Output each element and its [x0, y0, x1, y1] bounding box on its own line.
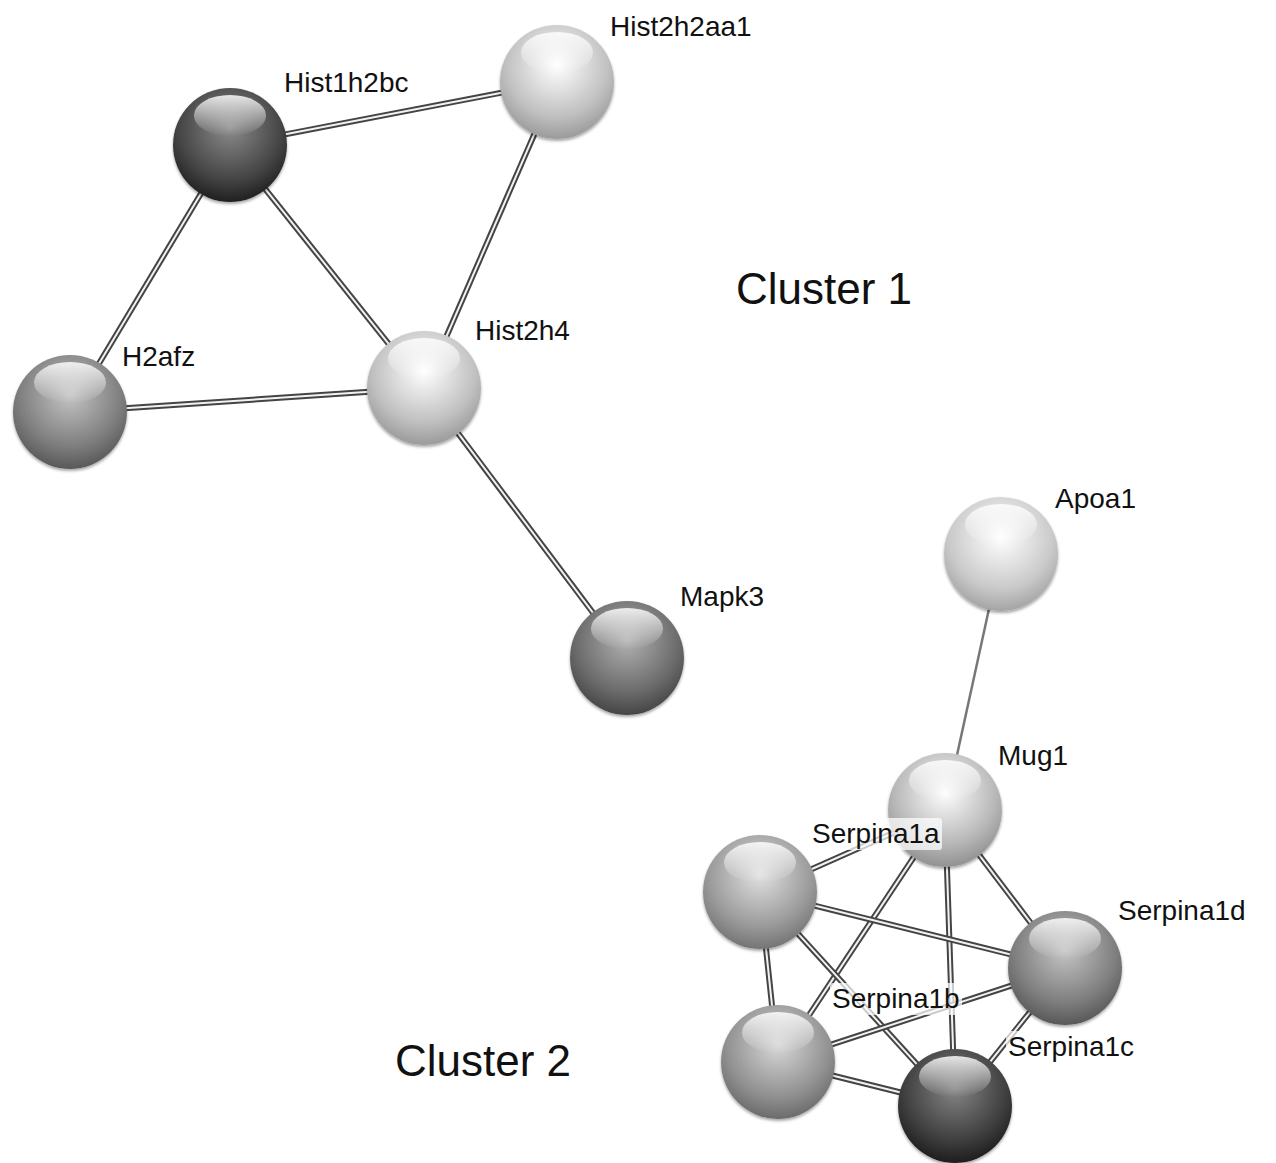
protein-node: Hist1h2bc [173, 88, 287, 202]
interaction-edge [813, 905, 1011, 954]
edge-core [813, 905, 1011, 954]
protein-name: Hist2h4 [473, 315, 572, 347]
edge-core [264, 188, 389, 345]
protein-node: Serpina1d [1008, 911, 1122, 1025]
sphere-highlight [521, 32, 594, 73]
edge-stroke [264, 188, 389, 345]
edge-core [446, 132, 535, 337]
edge-core [457, 432, 594, 614]
protein-name: Serpina1d [1116, 895, 1248, 927]
interaction-edge [125, 392, 369, 409]
protein-name: Apoa1 [1053, 483, 1138, 515]
interaction-edge [457, 432, 594, 614]
protein-node: Serpina1c [898, 1049, 1012, 1163]
protein-node: Serpina1b [721, 1005, 835, 1119]
protein-name: Serpina1a [810, 818, 942, 850]
sphere-highlight [34, 362, 107, 403]
edge-stroke [98, 192, 201, 365]
protein-name: Mug1 [996, 740, 1070, 772]
edge-stroke [947, 865, 953, 1051]
sphere-highlight [919, 1056, 992, 1097]
sphere-highlight [388, 338, 461, 379]
protein-name: Serpina1c [1006, 1031, 1136, 1063]
edge-stroke [766, 947, 772, 1008]
cluster-label: Cluster 1 [736, 264, 912, 314]
protein-node: Hist2h4 [367, 331, 481, 445]
protein-node: Hist2h2aa1 [500, 25, 614, 139]
protein-name: Hist1h2bc [282, 67, 411, 99]
sphere-highlight [965, 504, 1038, 545]
sphere-highlight [194, 95, 267, 136]
edge-core [947, 865, 953, 1051]
interaction-edge [957, 608, 989, 757]
edge-stroke [831, 1075, 901, 1092]
edge-stroke [446, 132, 535, 337]
protein-name: H2afz [120, 341, 197, 373]
interaction-edge [766, 947, 772, 1008]
edge-stroke [813, 905, 1011, 954]
protein-name: Hist2h2aa1 [608, 11, 754, 43]
sphere-highlight [742, 1012, 815, 1053]
edge-core [125, 392, 369, 409]
sphere-highlight [724, 842, 797, 883]
protein-node: H2afz [13, 355, 127, 469]
edge-core [831, 1075, 901, 1092]
edge-stroke [978, 854, 1031, 924]
edge-core [766, 947, 772, 1008]
interaction-edge [264, 188, 389, 345]
edge-core [98, 192, 201, 365]
sphere-highlight [909, 760, 982, 801]
cluster-label: Cluster 2 [395, 1036, 571, 1086]
interaction-edge [978, 854, 1031, 924]
protein-node: Mapk3 [570, 601, 684, 715]
edge-stroke [125, 392, 369, 409]
interaction-edge [446, 132, 535, 337]
interaction-edge [831, 1075, 901, 1092]
interaction-edge [947, 865, 953, 1051]
protein-node: Serpina1a [703, 835, 817, 949]
edge-stroke [957, 608, 989, 757]
sphere-highlight [591, 608, 664, 649]
interaction-edge [98, 192, 201, 365]
edge-core [978, 854, 1031, 924]
protein-name: Mapk3 [678, 581, 766, 613]
edge-stroke [457, 432, 594, 614]
protein-name: Serpina1b [830, 983, 962, 1015]
sphere-highlight [1029, 918, 1102, 959]
protein-node: Apoa1 [944, 497, 1058, 611]
